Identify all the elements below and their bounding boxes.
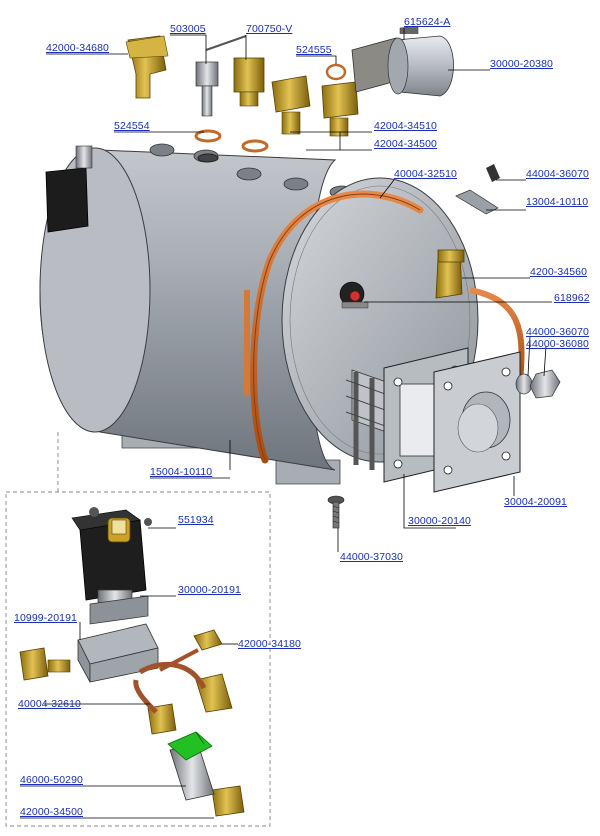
- vacuum-valve: [195, 35, 247, 117]
- part-label-13004-10110[interactable]: 13004-10110: [526, 196, 589, 208]
- part-label-524554[interactable]: 524554: [114, 120, 150, 132]
- solenoid-valve: [71, 507, 159, 683]
- part-label-503005[interactable]: 503005: [170, 23, 206, 35]
- part-label-30004-20091[interactable]: 30004-20091: [504, 496, 567, 508]
- part-label-44000-37030[interactable]: 44000-37030: [340, 551, 403, 563]
- part-label-700750-v[interactable]: 700750-V: [246, 23, 293, 35]
- part-label-30000-20140[interactable]: 30000-20140: [408, 515, 471, 527]
- part-label-40004-32510[interactable]: 40004-32510: [394, 168, 457, 180]
- part-label-10999-20191[interactable]: 10999-20191: [14, 612, 77, 624]
- solenoid-subassembly-box: [5, 430, 271, 827]
- part-label-42004-34510[interactable]: 42004-34510: [374, 120, 437, 132]
- copper-pipe-sub: [133, 648, 207, 714]
- part-label-618962[interactable]: 618962: [554, 292, 590, 304]
- part-label-524555[interactable]: 524555: [296, 44, 332, 56]
- part-label-40004-32610[interactable]: 40004-32610: [18, 698, 81, 710]
- part-label-42004-34500[interactable]: 42004-34500: [374, 138, 437, 150]
- thermostat-probe: [339, 281, 369, 309]
- leader-lines: [20, 28, 552, 819]
- elbow-fitting-top: [125, 35, 169, 99]
- level-probe-assembly: [325, 25, 454, 97]
- part-label-46000-50290[interactable]: 46000-50290: [20, 774, 83, 786]
- tap-valve: [167, 731, 215, 801]
- elbow-fitting-end: [435, 249, 465, 299]
- part-label-42000-34500[interactable]: 42000-34500: [20, 806, 83, 818]
- part-label-44004-36070[interactable]: 44004-36070: [526, 168, 589, 180]
- part-label-30000-20380[interactable]: 30000-20380: [490, 58, 553, 70]
- safety-valve: [233, 57, 265, 107]
- adapter-fittings: [271, 75, 359, 137]
- screw-bracket: [455, 164, 500, 215]
- part-label-44000-36080[interactable]: 44000-36080: [526, 338, 589, 350]
- part-label-42000-34180[interactable]: 42000-34180: [238, 638, 301, 650]
- heating-element-coil: [244, 190, 525, 464]
- part-label-30000-20191[interactable]: 30000-20191: [178, 584, 241, 596]
- part-label-615624-a[interactable]: 615624-A: [404, 16, 451, 28]
- part-label-551934[interactable]: 551934: [178, 514, 214, 526]
- nut-washer: [515, 369, 561, 399]
- part-label-44000-36070[interactable]: 44000-36070: [526, 326, 589, 338]
- part-label-4200-34560[interactable]: 4200-34560: [530, 266, 588, 278]
- bolt-bottom: [327, 495, 345, 529]
- heating-element: [345, 347, 521, 493]
- washers-top: [194, 129, 269, 163]
- part-label-15004-10110[interactable]: 15004-10110: [150, 466, 213, 478]
- part-label-42000-34680[interactable]: 42000-34680: [46, 42, 109, 54]
